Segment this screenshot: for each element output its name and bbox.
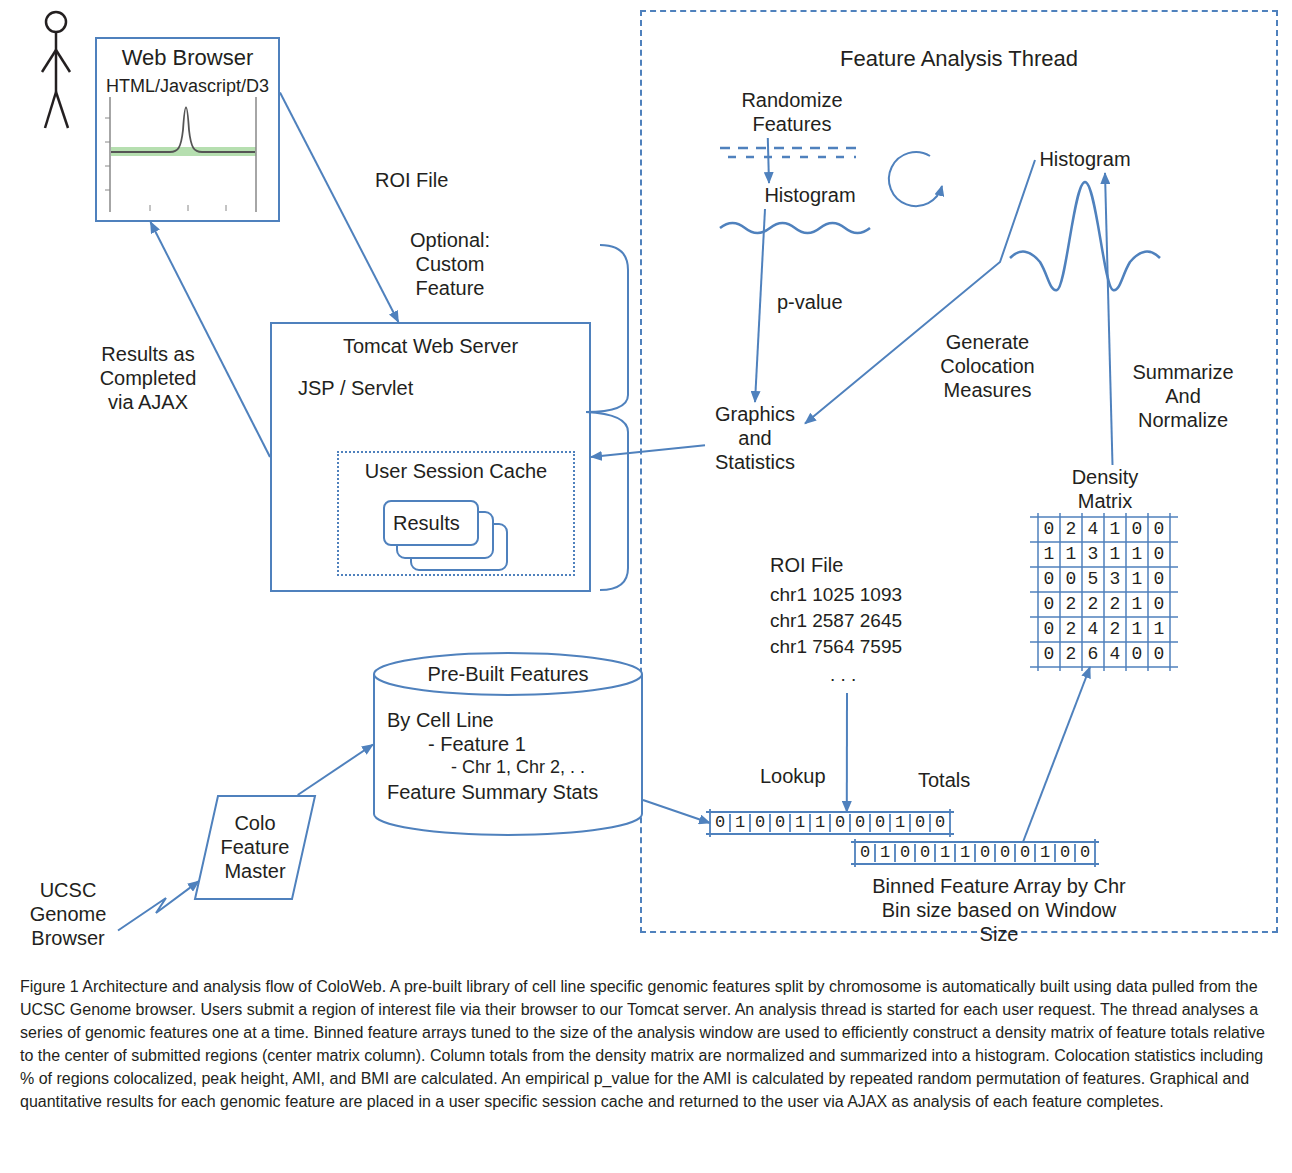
source-label: UCSC Genome Browser bbox=[18, 878, 118, 953]
node-title: Density Matrix bbox=[1060, 465, 1150, 513]
node-text: chr1 1025 1093 bbox=[770, 583, 902, 606]
random-histogram bbox=[720, 223, 870, 233]
node-text: Binned Feature Array by Chr Bin size bas… bbox=[863, 874, 1135, 946]
result-card: Results bbox=[383, 500, 479, 546]
flow-arrow bbox=[755, 209, 765, 402]
node-title: Randomize Features bbox=[737, 88, 847, 136]
figure-caption: Figure 1 Architecture and analysis flow … bbox=[20, 975, 1272, 1113]
edge-label: ROI File bbox=[375, 168, 448, 192]
edge-label: Totals bbox=[918, 768, 970, 792]
density-matrix: Density Matrix02410011311000531002221002… bbox=[1030, 465, 1180, 667]
flow-arrow bbox=[1023, 667, 1090, 842]
cylinder-body bbox=[374, 674, 642, 835]
node-text: 022210 bbox=[1038, 592, 1176, 617]
thread-bracket bbox=[586, 245, 628, 590]
thread-panel: Randomize FeaturesHistogramHistogramGrap… bbox=[640, 10, 1278, 933]
step-label: Histogram bbox=[760, 183, 860, 209]
edge-label: Summarize And Normalize bbox=[1118, 360, 1248, 432]
node-title: User Session Cache bbox=[339, 459, 573, 483]
node-text: 024211 bbox=[1038, 617, 1176, 642]
flow-arrow bbox=[280, 93, 398, 323]
node-text: By Cell Line bbox=[387, 708, 494, 732]
step-label: Graphics and Statistics bbox=[705, 402, 805, 474]
array-cells bbox=[706, 809, 954, 837]
node-title: UCSC Genome Browser bbox=[18, 878, 118, 950]
node-title: Web Browser bbox=[97, 45, 278, 71]
matrix-grid bbox=[1030, 513, 1178, 671]
node-text: . . . bbox=[830, 663, 856, 686]
flow-arrow bbox=[298, 745, 373, 796]
annotation: Optional: Custom Feature bbox=[405, 228, 495, 300]
flow-arrow bbox=[1105, 173, 1113, 465]
flow-arrow bbox=[591, 445, 705, 457]
flow-arrow bbox=[846, 693, 848, 812]
node-text: HTML/Javascript/D3 bbox=[97, 75, 278, 97]
node-title: ROI File bbox=[770, 553, 843, 577]
user-figure bbox=[42, 12, 70, 128]
step-label: Histogram bbox=[1035, 147, 1135, 173]
array-cells bbox=[851, 839, 1099, 867]
colocation-histogram bbox=[1010, 182, 1160, 290]
node-text: 026400 bbox=[1038, 642, 1176, 667]
browser-chart bbox=[105, 97, 256, 212]
flow-arrow bbox=[643, 800, 710, 823]
node-text: chr1 7564 7595 bbox=[770, 635, 902, 658]
edge-label: Results as Completed via AJAX bbox=[96, 342, 200, 414]
node-text: Feature Summary Stats bbox=[387, 780, 598, 804]
builder-parallelogram: Colo Feature Master bbox=[194, 795, 316, 900]
node-text: 005310 bbox=[1038, 567, 1176, 592]
node-text: JSP / Servlet bbox=[298, 376, 413, 400]
flow-arrow bbox=[151, 222, 271, 457]
step-label: Randomize Features bbox=[737, 88, 847, 138]
browser-box: Web BrowserHTML/Javascript/D3 bbox=[95, 37, 280, 222]
server-box: Results User Session Cache Tomcat Web Serv… bbox=[270, 322, 591, 592]
binned-array: 010011000100 bbox=[710, 812, 950, 834]
cache-box: Results User Session Cache bbox=[337, 451, 575, 576]
node-title: Pre-Built Features bbox=[373, 662, 643, 686]
node-text: - Chr 1, Chr 2, . . bbox=[451, 756, 585, 778]
parallelogram-outline bbox=[195, 796, 315, 899]
binned-array: 010011000100Binned Feature Array by Chr … bbox=[855, 842, 1095, 864]
node-text: 113110 bbox=[1038, 542, 1176, 567]
node-title: Results bbox=[393, 511, 460, 535]
flow-arrow bbox=[118, 881, 199, 930]
node-title: 010011000100 bbox=[855, 842, 1100, 864]
feature-database: Pre-Built Features By Cell Line- Feature … bbox=[373, 652, 643, 837]
roi-listing: ROI File chr1 1025 1093 chr1 2587 2645 chr1… bbox=[770, 553, 910, 693]
node-title: Feature Analysis Thread bbox=[642, 46, 1276, 72]
node-title: 010011000100 bbox=[710, 812, 955, 834]
random-features bbox=[720, 148, 860, 157]
node-title: Colo Feature Master bbox=[215, 811, 295, 883]
cylinder-top bbox=[374, 653, 642, 695]
node-text: - Feature 1 bbox=[428, 732, 526, 756]
node-title: Graphics and Statistics bbox=[705, 402, 805, 474]
flow-arrow bbox=[768, 138, 769, 183]
node-text: chr1 2587 2645 bbox=[770, 609, 902, 632]
edge-label: Lookup bbox=[760, 764, 826, 788]
node-title: Histogram bbox=[1035, 147, 1135, 171]
node-title: Tomcat Web Server bbox=[272, 334, 589, 358]
edge-label: Generate Colocation Measures bbox=[930, 330, 1045, 402]
node-title: Histogram bbox=[760, 183, 860, 207]
node-text: 024100 bbox=[1038, 517, 1176, 542]
edge-label: p-value bbox=[777, 290, 843, 314]
repeat-cycle bbox=[889, 152, 942, 206]
